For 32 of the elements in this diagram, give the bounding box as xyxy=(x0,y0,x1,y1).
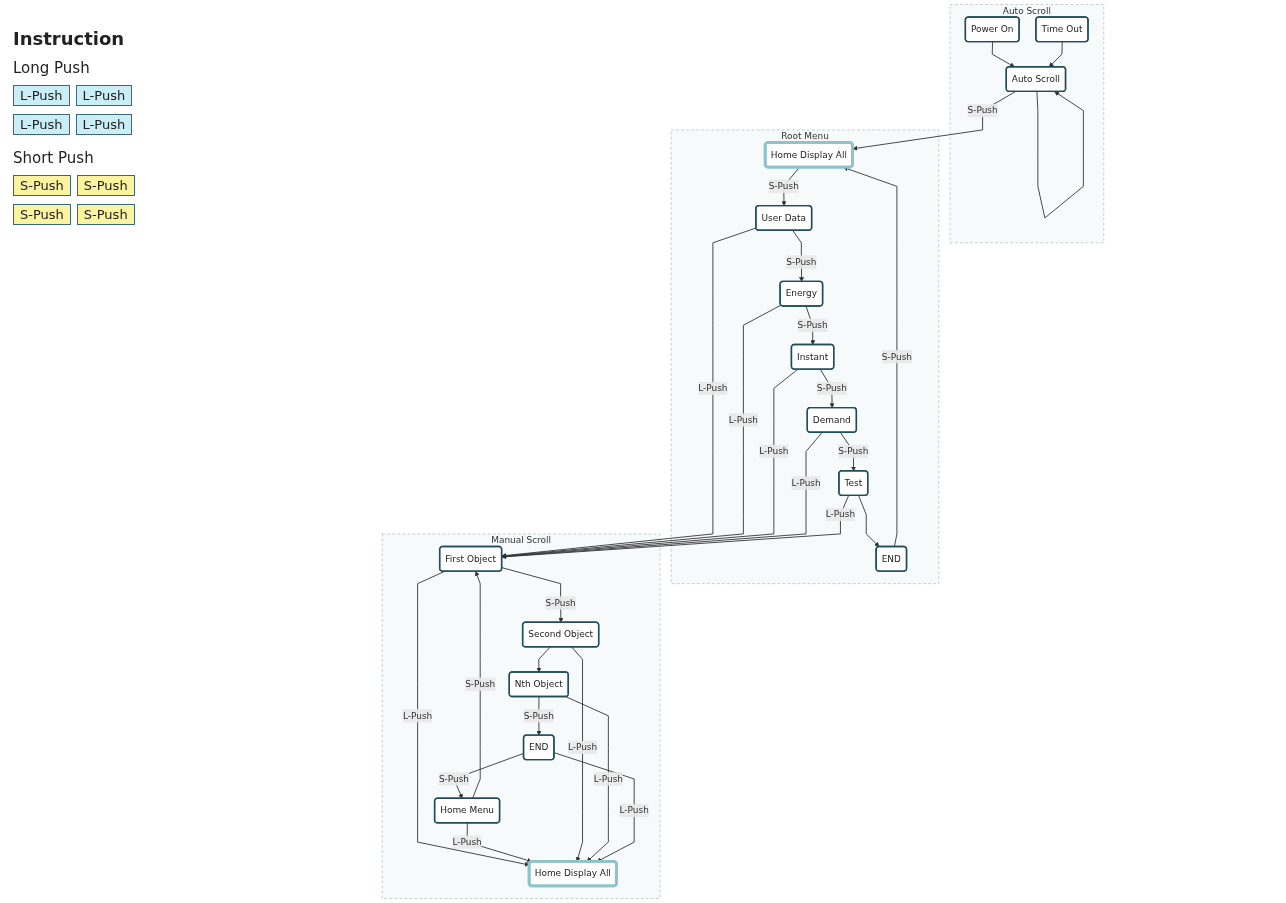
push-arrow-label: S-Push xyxy=(13,175,71,196)
edge-label: L-Push xyxy=(825,509,856,520)
push-arrow-label: L-Push xyxy=(13,114,70,135)
edge-label: S-Push xyxy=(523,710,554,721)
edge-label: L-Push xyxy=(452,836,482,848)
push-arrow-label: L-Push xyxy=(75,114,133,135)
edge-label: S-Push xyxy=(967,105,998,116)
edge-label: L-Push xyxy=(698,382,728,394)
push-arrow-label: S-Push xyxy=(13,204,71,225)
edge-label: S-Push xyxy=(797,319,828,331)
edge-label: L-Push xyxy=(593,773,623,784)
push-arrow-label: L-Push xyxy=(75,85,133,106)
edge-label: S-Push xyxy=(545,597,576,608)
legend-subheading: Short Push xyxy=(13,149,95,167)
instruction-heading: Instruction xyxy=(13,28,126,49)
edge-label: L-Push xyxy=(567,741,598,753)
edge-label: S-Push xyxy=(768,180,799,192)
edge-label: S-Push xyxy=(465,678,496,690)
push-arrow-label: S-Push xyxy=(76,204,135,225)
push-arrow-label: S-Push xyxy=(76,175,135,196)
edge-label: L-Push xyxy=(759,445,789,457)
edge-label: S-Push xyxy=(881,351,912,362)
edge-label: L-Push xyxy=(402,710,433,721)
edge-label: S-Push xyxy=(838,445,869,457)
edge-label: S-Push xyxy=(438,773,470,784)
edge-label: L-Push xyxy=(728,414,759,425)
legend-subheading: Long Push xyxy=(13,59,91,77)
edge-label: L-Push xyxy=(791,477,821,489)
edge-label: S-Push xyxy=(786,256,817,268)
edge-label: L-Push xyxy=(619,804,649,816)
edge-label: S-Push xyxy=(816,382,847,394)
push-arrow-label: L-Push xyxy=(13,85,70,106)
